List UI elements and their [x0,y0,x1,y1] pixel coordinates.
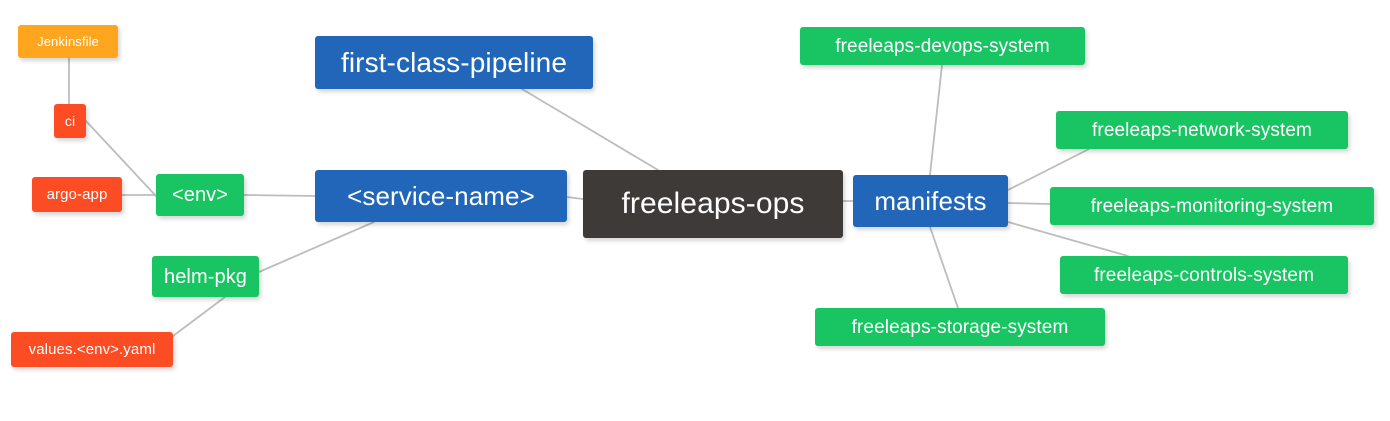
edge-e-manifests-monitoring [1007,202,1051,205]
node-jenkinsfile[interactable]: Jenkinsfile [18,25,118,58]
node-first-class-pipeline[interactable]: first-class-pipeline [315,36,593,89]
node-freeleaps-storage-system[interactable]: freeleaps-storage-system [815,308,1105,346]
node-label-freeleaps-ops: freeleaps-ops [621,187,805,220]
edge-e-pipeline-ops [521,88,659,171]
node-freeleaps-controls-system[interactable]: freeleaps-controls-system [1060,256,1348,294]
node-label-service-name: <service-name> [347,181,535,211]
node-values-yaml[interactable]: values.<env>.yaml [11,332,173,367]
edge-e-helmpkg-servicename [258,221,375,273]
node-argo-app[interactable]: argo-app [32,177,122,212]
node-label-values-yaml: values.<env>.yaml [28,341,156,358]
node-freeleaps-ops[interactable]: freeleaps-ops [583,170,843,238]
edge-e-manifests-devops [929,64,943,176]
edge-e-manifests-controls [1007,221,1129,257]
node-freeleaps-monitoring-system[interactable]: freeleaps-monitoring-system [1050,187,1374,225]
node-env[interactable]: <env> [156,174,244,216]
node-manifests[interactable]: manifests [853,175,1008,227]
node-freeleaps-devops-system[interactable]: freeleaps-devops-system [800,27,1085,65]
node-label-ci: ci [64,113,76,129]
edge-e-manifests-storage [929,226,959,309]
node-label-first-class-pipeline: first-class-pipeline [340,46,568,78]
node-label-freeleaps-storage-system: freeleaps-storage-system [851,316,1069,338]
node-label-freeleaps-controls-system: freeleaps-controls-system [1093,264,1315,286]
node-label-manifests: manifests [874,186,987,216]
node-label-freeleaps-devops-system: freeleaps-devops-system [835,35,1050,57]
edge-e-servicename-ops [566,196,584,200]
node-label-jenkinsfile: Jenkinsfile [37,34,99,49]
node-service-name[interactable]: <service-name> [315,170,567,222]
edge-e-env-servicename [243,194,316,197]
node-label-freeleaps-monitoring-system: freeleaps-monitoring-system [1090,195,1334,217]
node-label-argo-app: argo-app [46,186,108,203]
edge-e-manifests-network [1007,148,1090,191]
edge-e-valuesyaml-helmpkg [172,296,226,337]
node-label-env: <env> [171,184,229,206]
node-ci[interactable]: ci [54,104,86,138]
node-label-freeleaps-network-system: freeleaps-network-system [1092,119,1312,141]
node-label-helm-pkg: helm-pkg [163,265,248,288]
node-freeleaps-network-system[interactable]: freeleaps-network-system [1056,111,1348,149]
node-helm-pkg[interactable]: helm-pkg [152,256,259,297]
